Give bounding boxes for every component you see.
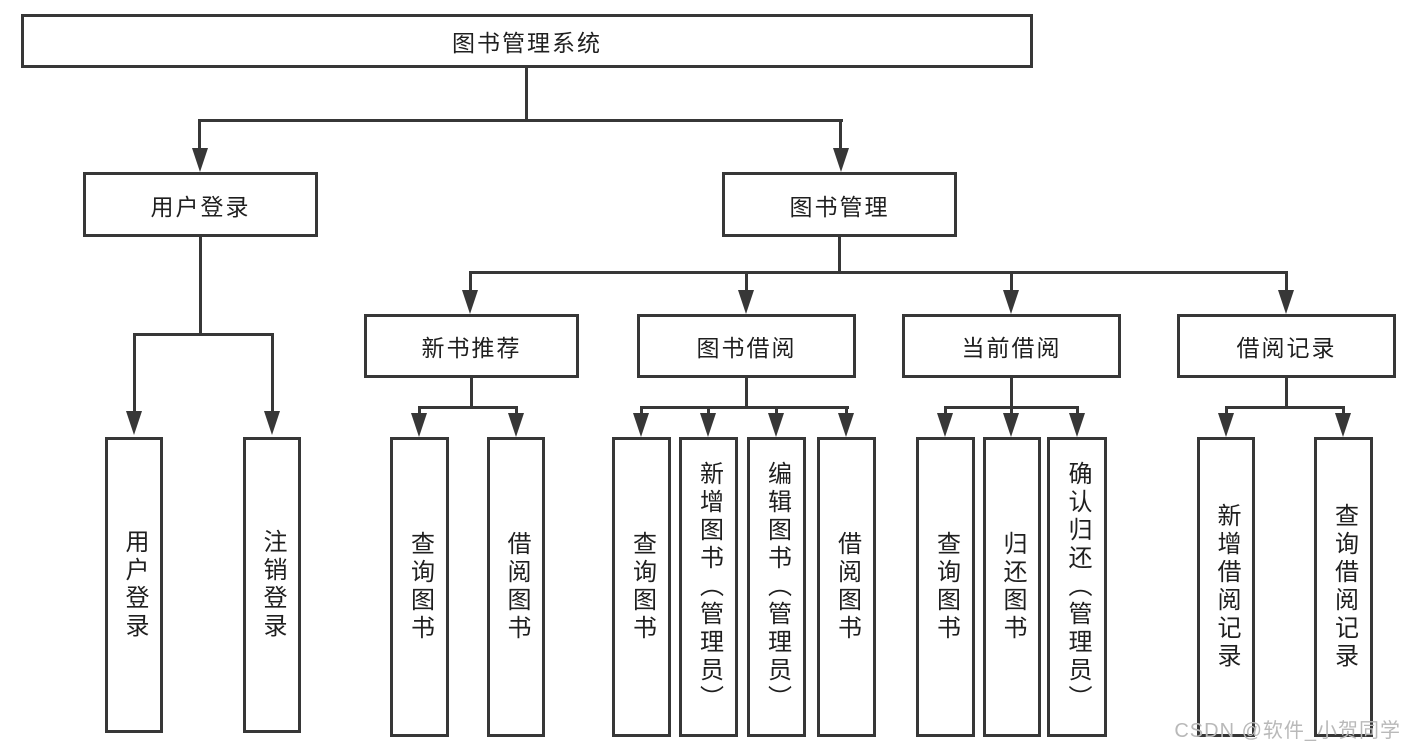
connector-line [198,119,201,150]
connector-line [944,406,947,415]
leaf-query-books-2: 查询图书 [612,437,671,737]
arrowhead-down [1278,290,1294,314]
node-user-login-label: 用户登录 [150,193,251,220]
arrowhead-down [738,290,754,314]
arrowhead-down [462,290,478,314]
arrowhead-down [838,413,854,437]
node-book-borrowing: 图书借阅 [637,314,856,378]
csdn-watermark: CSDN @软件_小贺同学 [1174,720,1401,742]
node-new-book-recommend-label: 新书推荐 [421,335,522,361]
connector-line [838,237,841,274]
leaf-logout: 注销登录 [243,437,301,733]
leaf-borrow-books-1: 借阅图书 [487,437,545,737]
arrowhead-down [937,413,953,437]
leaf-borrow-books-1-label: 借阅图书 [503,531,530,643]
connector-line [1076,406,1079,415]
node-book-management-system-label: 图书管理系统 [452,30,602,56]
connector-line [707,406,710,415]
connector-line [469,271,472,292]
node-user-login: 用户登录 [83,172,318,237]
arrowhead-down [768,413,784,437]
connector-line [845,406,848,415]
connector-line [745,271,748,292]
node-current-borrowing: 当前借阅 [902,314,1121,378]
arrowhead-down [508,413,524,437]
arrowhead-down [633,413,649,437]
leaf-add-borrow-record: 新增借阅记录 [1197,437,1255,737]
leaf-confirm-return-admin: 确认归还（管理员） [1047,437,1107,737]
arrowhead-down [1218,413,1234,437]
connector-line [515,406,518,415]
connector-line [745,378,748,408]
connector-line [1342,406,1345,415]
leaf-add-borrow-record-label: 新增借阅记录 [1213,503,1240,671]
node-borrowing-records: 借阅记录 [1177,314,1396,378]
connector-line [418,406,518,409]
leaf-borrow-books-2: 借阅图书 [817,437,876,737]
leaf-add-books-admin-label: 新增图书（管理员） [695,461,723,713]
arrowhead-down [411,413,427,437]
arrowhead-down [264,411,280,435]
leaf-edit-books-admin: 编辑图书（管理员） [747,437,806,737]
arrowhead-down [1003,413,1019,437]
node-current-borrowing-label: 当前借阅 [961,335,1062,361]
connector-line [1010,406,1013,415]
node-book-borrowing-label: 图书借阅 [696,335,797,361]
leaf-user-login-label: 用户登录 [121,529,148,641]
leaf-return-books-label: 归还图书 [999,531,1026,643]
connector-line [1225,406,1228,415]
node-book-management-label: 图书管理 [789,193,890,220]
leaf-edit-books-admin-label: 编辑图书（管理员） [763,461,791,713]
connector-line [775,406,778,415]
connector-line [1225,406,1345,409]
connector-line [525,68,528,121]
connector-line [199,237,202,336]
arrowhead-down [700,413,716,437]
leaf-query-borrow-record-label: 查询借阅记录 [1330,503,1358,671]
connector-line [469,271,1288,274]
arrowhead-down [192,148,208,172]
arrowhead-down [1003,290,1019,314]
connector-line [1285,271,1288,292]
leaf-add-books-admin: 新增图书（管理员） [679,437,738,737]
leaf-borrow-books-2-label: 借阅图书 [833,531,861,643]
connector-line [640,406,643,415]
node-book-management: 图书管理 [722,172,957,237]
connector-line [839,119,842,150]
connector-line [133,333,274,336]
connector-line [198,119,843,122]
node-book-management-system: 图书管理系统 [21,14,1033,68]
leaf-return-books: 归还图书 [983,437,1041,737]
leaf-query-books-3-label: 查询图书 [932,531,960,643]
connector-line [1010,271,1013,292]
connector-line [1010,378,1013,408]
arrowhead-down [833,148,849,172]
connector-line [470,378,473,408]
leaf-query-books-1-label: 查询图书 [406,531,434,643]
arrowhead-down [1335,413,1351,437]
node-new-book-recommend: 新书推荐 [364,314,579,378]
leaf-query-books-2-label: 查询图书 [628,531,656,643]
connector-line [133,333,136,413]
leaf-query-books-3: 查询图书 [916,437,975,737]
connector-line [418,406,421,415]
connector-line [1285,378,1288,408]
leaf-confirm-return-admin-label: 确认归还（管理员） [1064,461,1091,713]
leaf-user-login: 用户登录 [105,437,163,733]
connector-line [271,333,274,413]
node-borrowing-records-label: 借阅记录 [1236,335,1337,361]
leaf-logout-label: 注销登录 [259,529,286,641]
leaf-query-books-1: 查询图书 [390,437,449,737]
leaf-query-borrow-record: 查询借阅记录 [1314,437,1373,737]
arrowhead-down [126,411,142,435]
connector-line [640,406,849,409]
arrowhead-down [1069,413,1085,437]
